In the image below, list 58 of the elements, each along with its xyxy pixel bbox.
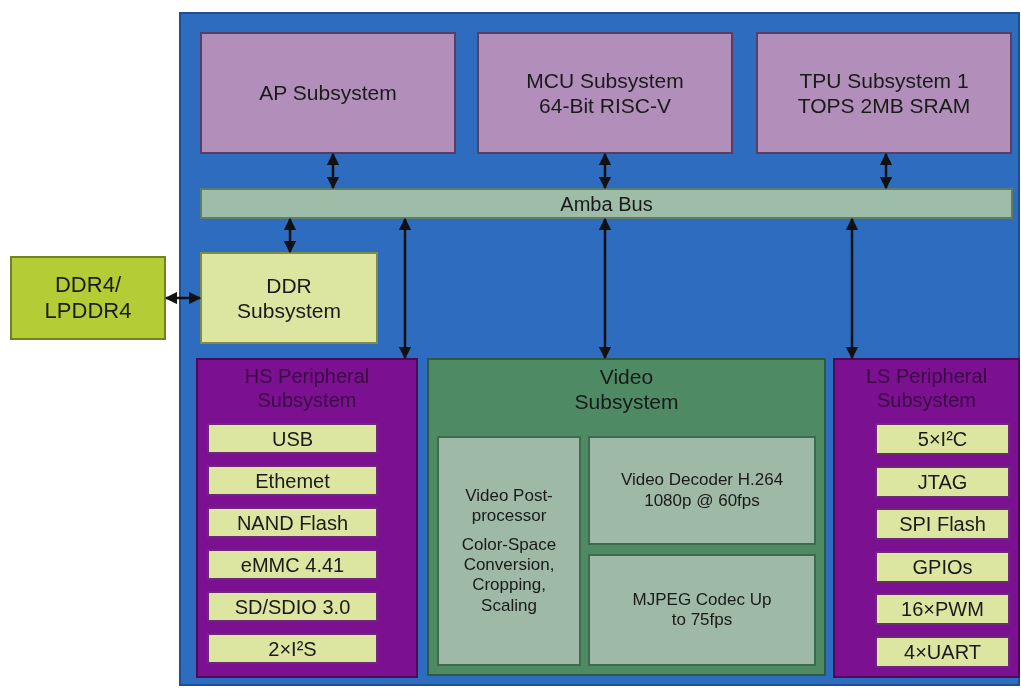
panel-title: Video Subsystem	[573, 364, 680, 415]
box-label: DDR Subsystem	[236, 272, 342, 324]
box-label: Ethemet	[254, 468, 331, 493]
box-label: Video Decoder H.264 1080p @ 60fps	[619, 470, 785, 511]
interface-box	[207, 507, 378, 538]
module-box	[437, 436, 581, 666]
interface-box	[875, 465, 1010, 498]
double-arrow	[326, 152, 340, 190]
box-label: MJPEG Codec Up to 75fps	[631, 589, 773, 631]
interface-box	[207, 423, 378, 454]
interface-box	[207, 633, 378, 664]
panel-title: LS Peripheral Subsystem	[864, 364, 989, 412]
interface-box	[875, 550, 1010, 583]
bus-bar	[200, 188, 1013, 219]
box-label: AP Subsystem	[258, 80, 398, 106]
interface-box	[875, 593, 1010, 625]
double-arrow	[879, 152, 893, 190]
interface-box	[207, 465, 378, 496]
interface-box	[207, 549, 378, 580]
double-arrow	[164, 291, 202, 305]
box-label: SPI Flash	[898, 512, 987, 536]
box-label: GPIOs	[911, 554, 974, 579]
panel-title: HS Peripheral Subsystem	[243, 364, 371, 412]
double-arrow	[283, 217, 297, 254]
interface-box	[875, 423, 1010, 455]
double-arrow	[598, 217, 612, 360]
box-label: 2×I²S	[267, 636, 318, 661]
subsystem-box	[200, 252, 378, 344]
chip-boundary	[179, 12, 1020, 686]
box-label: JTAG	[916, 469, 969, 494]
video-panel	[427, 358, 826, 676]
subsystem-box	[756, 32, 1012, 154]
memory-box	[10, 256, 166, 340]
interface-box	[875, 508, 1010, 540]
box-label: Color-Space Conversion, Cropping, Scaling	[460, 534, 558, 617]
box-label: NAND Flash	[235, 510, 350, 535]
subsystem-box	[200, 32, 456, 154]
double-arrow	[398, 217, 412, 360]
peripheral-panel	[833, 358, 1020, 678]
double-arrow	[845, 217, 859, 360]
box-label: DDR4/ LPDDR4	[43, 271, 133, 325]
box-label: MCU Subsystem 64-Bit RISC-V	[525, 67, 685, 119]
box-label: eMMC 4.41	[239, 552, 346, 577]
subsystem-box	[477, 32, 733, 154]
interface-box	[875, 635, 1010, 668]
box-label: USB	[270, 426, 315, 451]
box-label: 4×UART	[903, 639, 982, 664]
box-label: SD/SDIO 3.0	[233, 594, 352, 619]
peripheral-panel	[196, 358, 418, 678]
double-arrow	[598, 152, 612, 190]
box-label: TPU Subsystem 1 TOPS 2MB SRAM	[796, 67, 972, 119]
module-box	[588, 554, 816, 666]
box-label: 16×PWM	[900, 597, 985, 621]
box-label: Amba Bus	[559, 191, 654, 216]
module-box	[588, 436, 816, 545]
interface-box	[207, 591, 378, 622]
box-label: Video Post-processor	[464, 485, 554, 527]
box-label: 5×I²C	[916, 427, 969, 451]
